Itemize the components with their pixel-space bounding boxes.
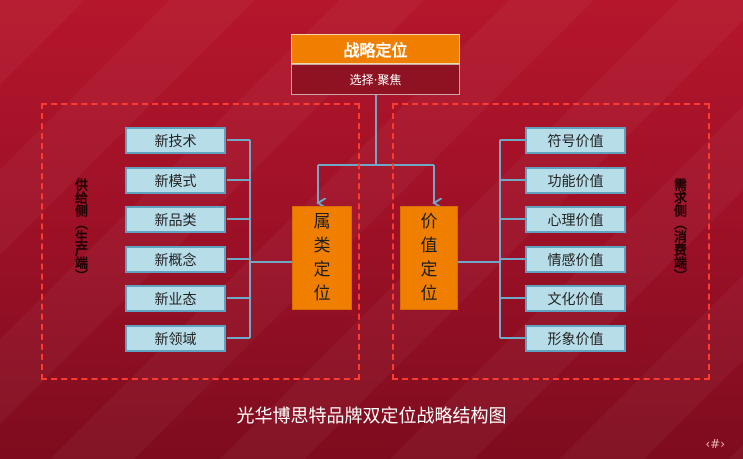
supply-item: 新概念 [125,246,226,273]
demand-side-panel [392,103,710,380]
demand-side-label: 需求侧（消费端） [671,178,686,282]
supply-side-panel [41,103,360,380]
supply-side-label: 供给侧（生产端） [72,178,87,282]
supply-item: 新领域 [125,325,226,352]
category-positioning-label: 属类定位 [313,212,331,304]
page-number: ‹#› [705,437,725,451]
supply-item: 新业态 [125,285,226,312]
demand-item: 心理价值 [525,206,626,233]
category-positioning-box: 属类定位 [292,206,352,310]
supply-item: 新品类 [125,206,226,233]
demand-item: 情感价值 [525,246,626,273]
strategy-title-box: 战略定位 [291,34,460,64]
demand-item: 符号价值 [525,127,626,154]
demand-item: 文化价值 [525,285,626,312]
supply-item: 新技术 [125,127,226,154]
demand-item: 功能价值 [525,167,626,194]
strategy-subtitle-box: 选择·聚焦 [291,64,460,95]
value-positioning-label: 价值定位 [420,212,438,304]
demand-item: 形象价值 [525,325,626,352]
supply-item: 新模式 [125,167,226,194]
value-positioning-box: 价值定位 [400,206,458,310]
diagram-caption: 光华博思特品牌双定位战略结构图 [236,406,507,427]
